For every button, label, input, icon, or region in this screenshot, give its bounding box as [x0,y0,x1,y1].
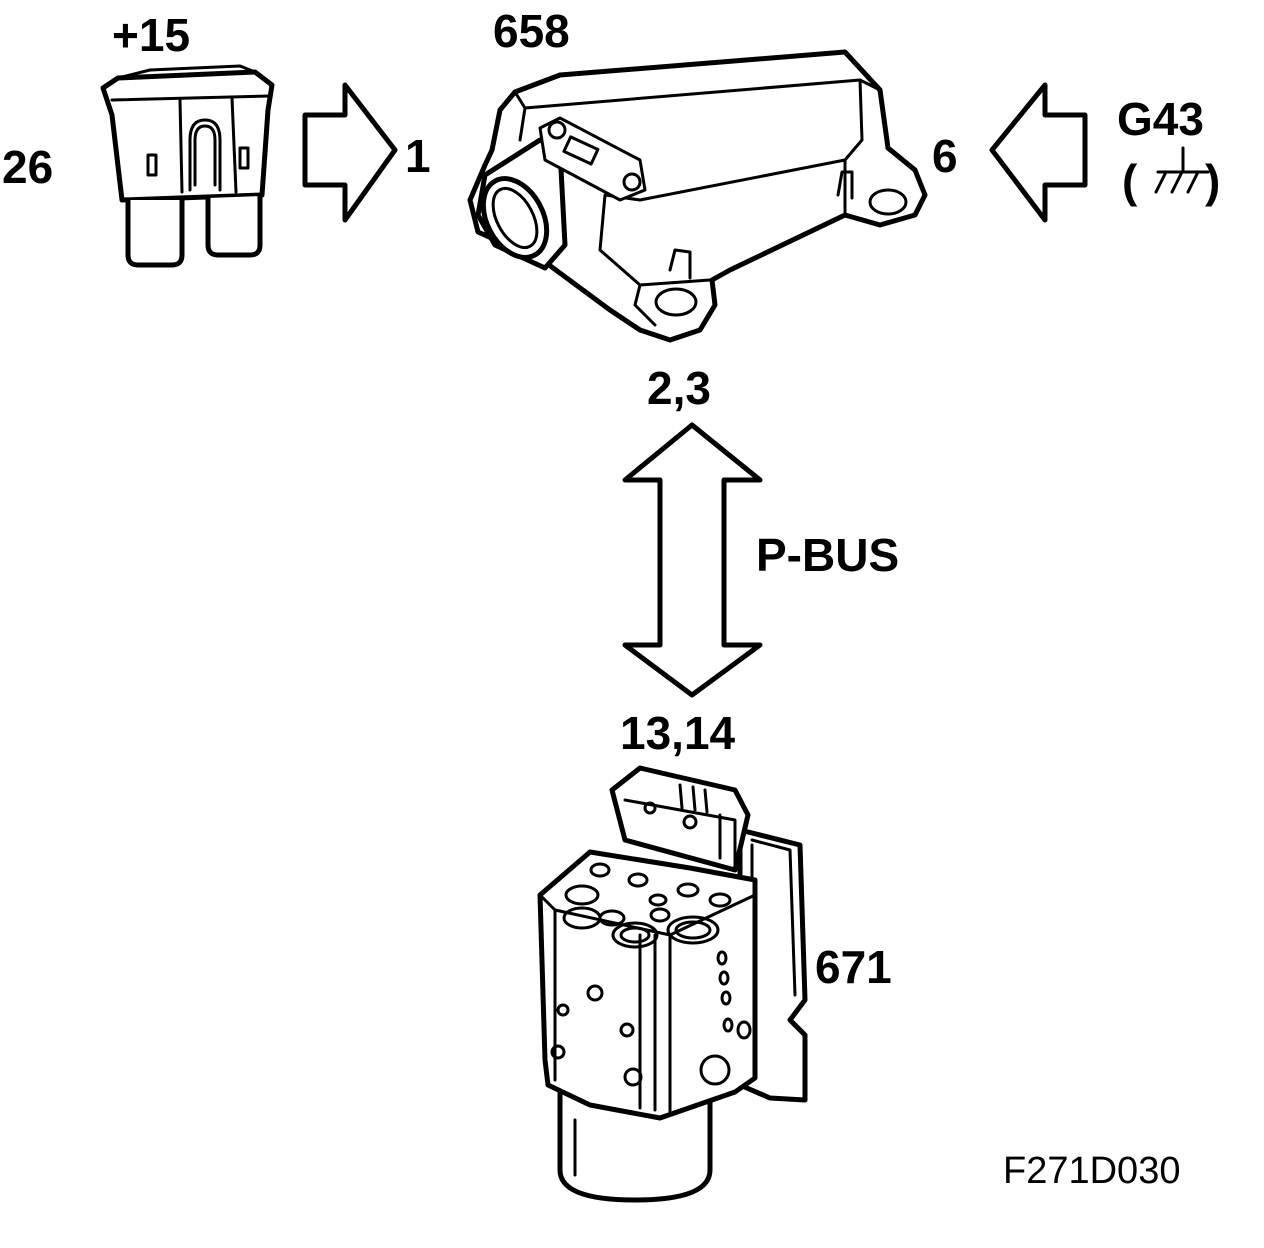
supply-arrow [302,82,398,223]
p-bus-arrow [622,422,763,698]
ground-paren-close: ) [1205,155,1221,207]
abs-unit-label: 671 [815,941,892,993]
bus-name-label: P-BUS [756,529,900,581]
fuse-supply-label: +15 [112,9,191,61]
pin-supply-label: 1 [405,130,431,182]
ground-paren-open: ( [1122,155,1138,207]
ground-symbol-icon [1154,146,1210,194]
abs-pins-label: 13,14 [620,707,736,759]
control-module-label: 658 [493,5,570,57]
module-pins-label: 2,3 [647,362,711,414]
abs-unit-icon [537,765,808,1203]
control-module-icon [467,49,928,343]
ground-arrow [989,82,1088,223]
figure-reference: F271D030 [1003,1150,1181,1192]
ground-point-label: G43 [1117,93,1204,145]
pin-ground-label: 6 [932,130,958,182]
fuse-number-label: 26 [2,141,54,193]
fuse-icon [100,64,275,268]
